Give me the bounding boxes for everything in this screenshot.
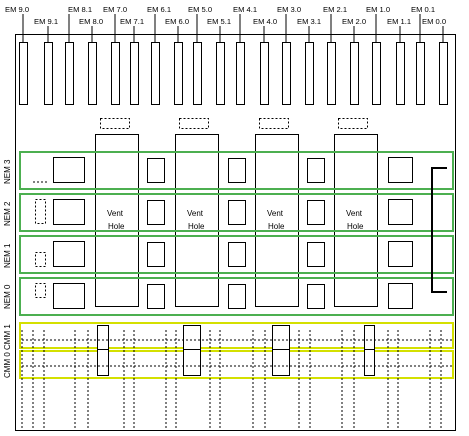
label-em-6-1: EM 6.1 — [147, 5, 171, 14]
fan-outlines — [100, 118, 368, 129]
label-nem-0: NEM 0 — [3, 284, 12, 309]
em-slot-2-0 — [350, 42, 359, 105]
nem-row-3 — [19, 151, 454, 190]
label-nem-3: NEM 3 — [3, 159, 12, 184]
fan-outline — [259, 118, 289, 129]
label-nem-2: NEM 2 — [3, 201, 12, 226]
fan-outline — [179, 118, 209, 129]
label-em-5-0: EM 5.0 — [188, 5, 212, 14]
label-em-2-0: EM 2.0 — [342, 17, 366, 26]
em-slot-5-1 — [216, 42, 225, 105]
label-em-8-0: EM 8.0 — [79, 17, 103, 26]
label-em-3-1: EM 3.1 — [297, 17, 321, 26]
em-slot-3-1 — [305, 42, 314, 105]
label-em-0-0: EM 0.0 — [422, 17, 446, 26]
em-slot-7-0 — [111, 42, 120, 105]
chassis-outline — [15, 34, 456, 431]
label-em-4-1: EM 4.1 — [233, 5, 257, 14]
vent-hole-label: Hole — [108, 222, 125, 231]
label-em-2-1: EM 2.1 — [323, 5, 347, 14]
em-slot-8-1 — [65, 42, 74, 105]
label-em-1-0: EM 1.0 — [366, 5, 390, 14]
em-slot-6-0 — [174, 42, 183, 105]
em-slot-0-0 — [439, 42, 448, 105]
label-em-8-1: EM 8.1 — [68, 5, 92, 14]
vent-hole-label: Hole — [268, 222, 285, 231]
vent-columns — [95, 134, 378, 307]
fan-outline — [338, 118, 368, 129]
label-em-1-1: EM 1.1 — [387, 17, 411, 26]
cmm-blocks — [97, 325, 375, 376]
vent-hole-column — [175, 134, 219, 307]
em-slot-7-1 — [130, 42, 139, 105]
label-em-9-0: EM 9.0 — [5, 5, 29, 14]
vent-hole-label: Vent — [107, 209, 124, 218]
right-connector-bracket — [431, 167, 447, 293]
em-slot-6-1 — [151, 42, 160, 105]
cmm-rows — [19, 322, 454, 379]
label-cmm-1: CMM 1 — [3, 324, 12, 350]
nem-row-2 — [19, 193, 454, 232]
vent-hole-label: Hole — [347, 222, 364, 231]
nem-components — [53, 157, 413, 309]
vent-hole-label: Vent — [346, 209, 363, 218]
vent-hole-column — [334, 134, 378, 307]
vent-hole-label: Hole — [188, 222, 205, 231]
fan-outline — [100, 118, 130, 129]
nem-rows — [19, 151, 454, 316]
em-slot-8-0 — [88, 42, 97, 105]
em-slot-4-1 — [236, 42, 245, 105]
vent-hole-column — [255, 134, 299, 307]
nem-dotted-stubs — [33, 181, 47, 298]
em-slot-3-0 — [282, 42, 291, 105]
em-slot-1-1 — [396, 42, 405, 105]
label-em-9-1: EM 9.1 — [34, 17, 58, 26]
vent-hole-column — [95, 134, 139, 307]
em-slot-9-0 — [19, 42, 28, 105]
label-em-7-1: EM 7.1 — [120, 17, 144, 26]
vent-hole-label: Vent — [267, 209, 284, 218]
em-slot-4-0 — [260, 42, 269, 105]
label-em-3-0: EM 3.0 — [277, 5, 301, 14]
cmm-row-1 — [19, 322, 454, 349]
label-em-6-0: EM 6.0 — [165, 17, 189, 26]
em-slot-1-0 — [372, 42, 381, 105]
label-em-7-0: EM 7.0 — [103, 5, 127, 14]
label-cmm-0: CMM 0 — [3, 352, 12, 378]
em-slot-9-1 — [44, 42, 53, 105]
label-em-0-1: EM 0.1 — [411, 5, 435, 14]
nem-row-1 — [19, 235, 454, 274]
vent-hole-label: Vent — [187, 209, 204, 218]
em-slots — [19, 42, 448, 105]
em-slot-2-1 — [327, 42, 336, 105]
cmm-row-0 — [19, 350, 454, 379]
label-nem-1: NEM 1 — [3, 243, 12, 268]
label-em-5-1: EM 5.1 — [207, 17, 231, 26]
em-slot-0-1 — [416, 42, 425, 105]
em-slot-5-0 — [193, 42, 202, 105]
nem-row-0 — [19, 277, 454, 316]
lower-dotted-grid — [21, 330, 452, 428]
label-em-4-0: EM 4.0 — [253, 17, 277, 26]
